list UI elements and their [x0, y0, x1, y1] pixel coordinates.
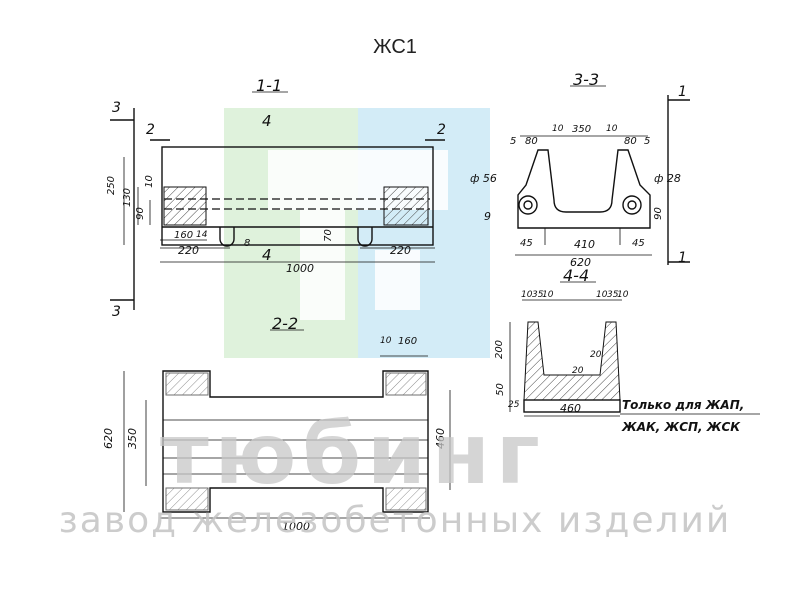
marker-3-bottom: 3 [112, 304, 121, 320]
dim-45-left: 45 [520, 238, 533, 249]
dim-10-b: 10 [552, 124, 564, 134]
dim-50: 50 [494, 383, 506, 396]
dim-250: 250 [106, 175, 118, 196]
dim-phi28: ф 28 [654, 172, 681, 185]
watermark-brand: тюбинг [160, 405, 546, 503]
dim-20-b: 20 [572, 366, 584, 376]
dim-70: 70 [322, 229, 334, 242]
drawing-title: ЖС1 [373, 36, 417, 58]
dim-220-right: 220 [390, 244, 411, 257]
dim-5-right: 5 [644, 136, 651, 147]
dim-350-top: 350 [572, 124, 592, 135]
marker-3-top: 3 [112, 100, 121, 116]
watermark-tagline: завод железобетонных изделий [58, 500, 732, 541]
dim-4-10b: 10 [542, 290, 554, 300]
section-label-2-2: 2-2 [272, 314, 299, 333]
marker-2-right: 2 [437, 122, 446, 138]
note-line-1: Только для ЖАП, [622, 398, 745, 412]
dim-1000-top: 1000 [286, 262, 314, 275]
dim-160-left: 160 [174, 230, 194, 241]
dim-9: 9 [484, 210, 491, 223]
dim-160-plan: 160 [398, 336, 418, 347]
marker-1-top: 1 [678, 84, 687, 100]
dim-4-35b: 35 [607, 290, 619, 300]
section-1-1 [110, 91, 445, 310]
marker-1-bottom: 1 [678, 250, 687, 266]
dim-350-plan: 350 [126, 428, 139, 449]
dim-80-right: 80 [624, 136, 637, 147]
note-line-2: ЖАК, ЖСП, ЖСК [622, 420, 741, 434]
marker-4-bottom: 4 [262, 246, 272, 264]
dim-4-10c: 10 [596, 290, 608, 300]
dim-10-left: 10 [143, 175, 155, 188]
section-label-4-4: 4-4 [563, 266, 590, 285]
dim-4-10a: 10 [521, 290, 533, 300]
dim-45-right: 45 [632, 238, 645, 249]
section-3-3 [515, 85, 690, 265]
section-label-3-3: 3-3 [573, 70, 600, 89]
dim-4-10d: 10 [617, 290, 629, 300]
watermark-logo [224, 108, 490, 358]
dim-20-a: 20 [590, 350, 602, 360]
section-4-4 [509, 281, 760, 417]
dim-phi56: ф 56 [470, 172, 497, 185]
dim-25: 25 [508, 400, 520, 410]
marker-2-left: 2 [146, 122, 155, 138]
dim-130: 130 [122, 187, 134, 208]
dim-410: 410 [574, 238, 595, 251]
dim-90-right: 90 [652, 207, 664, 220]
dim-4-35a: 35 [532, 290, 544, 300]
dim-10-plan: 10 [380, 336, 392, 346]
section-2-2 [123, 329, 451, 519]
dim-620-plan: 620 [102, 428, 115, 449]
dim-620-top: 620 [570, 256, 591, 269]
dim-1000-plan: 1000 [282, 520, 310, 533]
dim-200: 200 [494, 339, 506, 360]
dim-90-left: 90 [134, 207, 146, 220]
dim-460-4: 460 [560, 402, 581, 415]
section-label-1-1: 1-1 [256, 76, 283, 95]
dim-220-left: 220 [178, 244, 199, 257]
marker-4-top: 4 [262, 112, 272, 130]
dim-10-c: 10 [606, 124, 618, 134]
dim-5-left: 5 [510, 136, 517, 147]
dim-80-left: 80 [525, 136, 538, 147]
dim-8: 8 [244, 238, 251, 249]
dim-14: 14 [196, 230, 208, 240]
